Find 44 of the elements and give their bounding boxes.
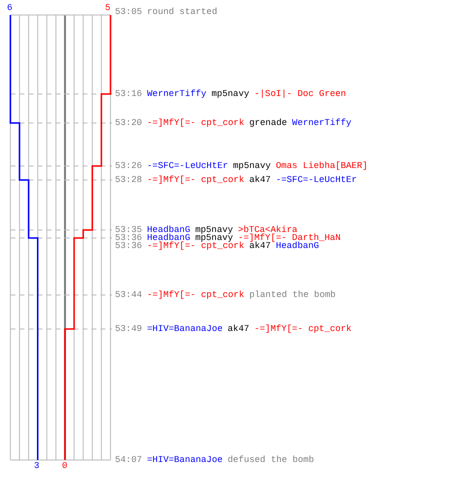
timestamp: 53:16	[115, 90, 142, 99]
player-name: -=]MfY[=- cpt_cork	[147, 119, 244, 128]
player-name: -=]MfY[=- cpt_cork	[147, 242, 244, 251]
player-name: HeadbanG	[147, 234, 190, 243]
timestamp: 53:05	[115, 8, 142, 17]
timestamp: 53:26	[115, 162, 142, 171]
timestamp: 53:28	[115, 176, 142, 185]
player-name: Omas Liebha[BAER]	[276, 162, 368, 171]
event-text: defused the bomb	[228, 456, 314, 465]
timestamp: 53:49	[115, 325, 142, 334]
event-text: planted the bomb	[249, 291, 336, 300]
player-name: -=]MfY[=- cpt_cork	[254, 325, 352, 334]
player-name: -=]MfY[=- Darth_HaN	[238, 234, 341, 243]
timestamp: 53:35	[115, 226, 142, 235]
player-count: 0	[62, 462, 68, 471]
player-count: 6	[7, 4, 12, 13]
player-name: WernerTiffy	[147, 90, 206, 99]
weapon-name: ak47	[249, 242, 271, 251]
player-name: WernerTiffy	[292, 119, 352, 128]
timestamp: 54:07	[115, 456, 142, 465]
player-name: HeadbanG	[276, 242, 320, 251]
weapon-name: mp5navy	[195, 234, 234, 243]
timestamp: 53:44	[115, 291, 142, 300]
player-name: -=]MfY[=- cpt_cork	[147, 176, 244, 185]
player-name: -=SFC=-LeUcHtEr	[276, 176, 357, 185]
weapon-name: mp5navy	[233, 162, 271, 171]
event-text: round started	[147, 8, 218, 17]
player-name: HeadbanG	[147, 226, 190, 235]
player-name: =HIV=BananaJoe	[147, 456, 223, 465]
weapon-name: ak47	[249, 176, 271, 185]
timestamp: 53:36	[115, 242, 142, 251]
player-name: -=SFC=-LeUcHtEr	[147, 162, 228, 171]
timestamp: 53:20	[115, 119, 142, 128]
player-name: =HIV=BananaJoe	[147, 325, 223, 334]
weapon-name: ak47	[228, 325, 250, 334]
player-name: -|SoI|- Doc Green	[254, 90, 346, 99]
weapon-name: grenade	[249, 119, 288, 128]
player-count: 5	[105, 4, 110, 13]
player-count: 3	[34, 462, 40, 471]
player-name: >bTCa<Akira	[238, 226, 298, 235]
timestamp: 53:36	[115, 234, 142, 243]
weapon-name: mp5navy	[211, 90, 250, 99]
weapon-name: mp5navy	[195, 226, 234, 235]
player-name: -=]MfY[=- cpt_cork	[147, 291, 244, 300]
